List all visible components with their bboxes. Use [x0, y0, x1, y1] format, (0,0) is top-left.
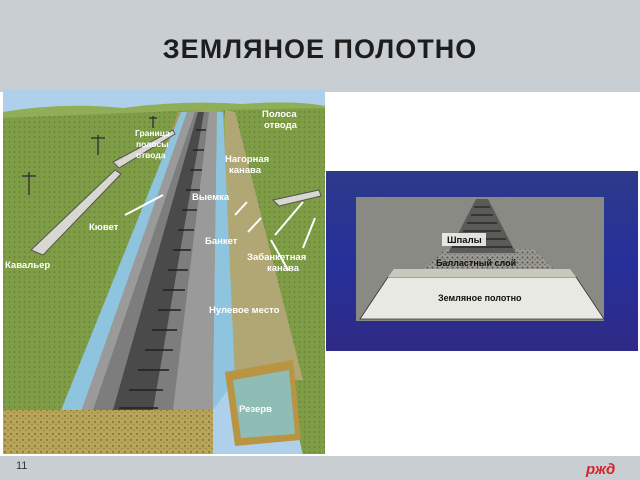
sand-strip: [388, 269, 576, 277]
label-kyuvet: Кювет: [89, 222, 119, 233]
embankment-illustration: Полоса отвода Граница полосы отвода Наго…: [3, 90, 325, 454]
leader-lines: [124, 194, 316, 271]
svg-text:д: д: [606, 461, 615, 478]
page-number: 11: [16, 460, 28, 472]
cross-section-illustration: Шпалы Балластный слой Земляное полотно: [326, 171, 638, 351]
kavaler-mound: [30, 169, 122, 256]
label-otvoda: отвода: [264, 120, 298, 131]
right-mound: [271, 189, 322, 207]
slide-title: ЗЕМЛЯНОЕ ПОЛОТНО: [162, 34, 478, 64]
telegraph-poles: [22, 116, 157, 195]
kavaler-mound-2: [112, 129, 176, 169]
right-slope: [223, 110, 303, 380]
diagram-labels: Полоса отвода Граница полосы отвода Наго…: [5, 109, 306, 415]
label-zemlyanoe: Земляное полотно: [438, 293, 522, 303]
rzd-logo-icon: рж д: [585, 461, 615, 478]
label-banket: Банкет: [205, 236, 238, 247]
label-rezerv: Резерв: [239, 404, 272, 415]
sleepers: [119, 129, 206, 409]
slide-header: [0, 0, 640, 92]
label-polosa: Полоса: [262, 109, 297, 120]
label-bg-shpaly: [442, 233, 486, 246]
label-nagornaya-1: Нагорная: [225, 154, 269, 165]
label-zabanket-1: Забанкетная: [247, 252, 306, 263]
label-granica-2: полосы: [136, 139, 168, 149]
rezerv-water: [233, 370, 295, 438]
kyuvet-channel: [43, 112, 187, 454]
label-zabanket-2: канава: [267, 263, 300, 274]
label-kavaler: Кавальер: [5, 260, 50, 271]
sleepers-right: [452, 206, 512, 248]
label-nulevoe: Нулевое место: [209, 305, 280, 316]
label-ballast: Балластный слой: [436, 258, 516, 268]
label-granica-3: отвода: [136, 150, 166, 160]
label-granica-1: Граница: [135, 128, 170, 138]
label-nagornaya-2: канава: [229, 165, 262, 176]
soil-section: [3, 410, 213, 454]
label-vyemka: Выемка: [192, 192, 230, 203]
label-shpaly: Шпалы: [447, 235, 482, 246]
svg-text:рж: рж: [585, 461, 607, 478]
slide-footer: 11 рж д: [0, 456, 640, 480]
right-ditch: [213, 112, 235, 410]
track: [113, 112, 204, 410]
